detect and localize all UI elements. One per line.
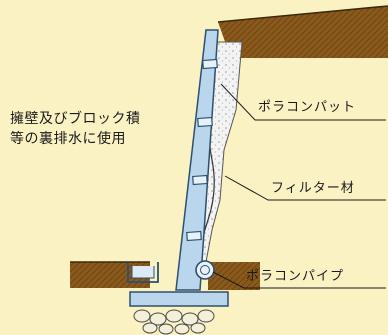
wall-footing <box>129 291 229 307</box>
backfill-soil-top <box>217 5 388 58</box>
porakon-pipe <box>195 260 215 280</box>
label-porakon-pipe: ポラコンパイプ <box>246 269 345 284</box>
leader-lines <box>212 83 386 289</box>
usage-description-line-1: 擁壁及びブロック積 <box>10 111 141 127</box>
leader-porakon-pad <box>220 83 386 121</box>
weep-holes <box>186 58 218 242</box>
front-drain-channel <box>127 262 159 283</box>
leader-filter-material <box>224 175 386 201</box>
label-porakon-pad: ポラコンパット <box>258 100 357 115</box>
heel-soil <box>208 262 260 290</box>
foundation-gravel <box>133 309 215 335</box>
usage-description-line-2: 等の裏排水に使用 <box>10 131 126 147</box>
leader-porakon-pipe <box>212 271 386 289</box>
label-filter-material: フィルター材 <box>271 181 355 196</box>
retaining-wall-stem <box>175 29 219 291</box>
